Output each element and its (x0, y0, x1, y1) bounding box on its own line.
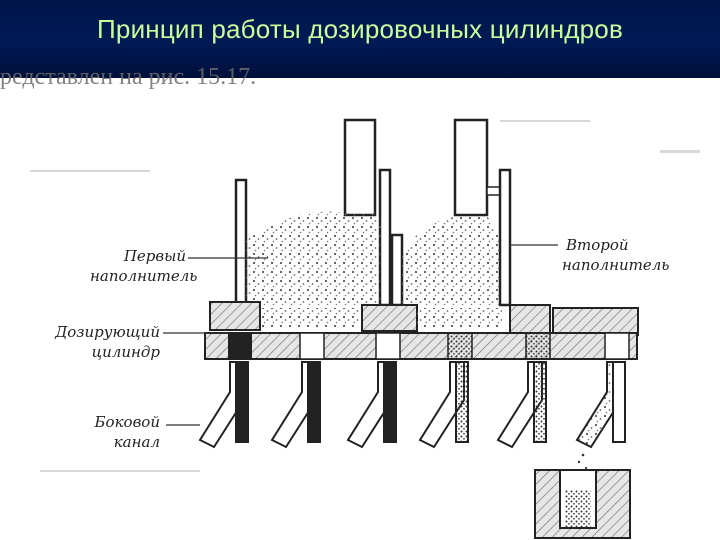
label-side-channel-line1: Боковой (94, 413, 160, 431)
slide-title: Принцип работы дозировочных цилиндров (97, 14, 623, 44)
title-bar: Принцип работы дозировочных цилиндров (0, 0, 720, 78)
label-dosing-cylinder: Дозирующий цилиндр (30, 322, 160, 362)
label-second-filler: Второй наполнитель (562, 235, 702, 275)
channel-3 (346, 361, 397, 449)
leader-lines (163, 244, 558, 426)
label-dosing-cylinder-line1: Дозирующий (55, 323, 160, 341)
channel-5 (496, 361, 547, 449)
label-side-channel: Боковой канал (60, 412, 160, 452)
label-first-filler: Первый наполнитель (90, 246, 198, 286)
dosing-cylinders-diagram (30, 118, 700, 539)
second-hopper (390, 118, 512, 307)
upper-plate (209, 301, 639, 336)
channel-6 (575, 361, 626, 449)
first-hopper (234, 118, 392, 307)
channel-1 (198, 361, 249, 449)
side-channels (198, 361, 626, 449)
label-side-channel-line2: канал (113, 433, 160, 451)
channel-4 (418, 361, 469, 449)
label-first-filler-line1: Первый (123, 247, 186, 265)
mould (534, 469, 631, 539)
scanned-caption-fragment: редставлен на рис. 15.17. (0, 64, 257, 90)
label-dosing-cylinder-line2: цилиндр (91, 343, 160, 361)
scan-noise (30, 120, 700, 472)
dosing-cylinder-plate (204, 332, 638, 360)
label-second-filler-line2: наполнитель (562, 256, 670, 274)
label-second-filler-line1: Второй (566, 236, 629, 254)
label-first-filler-line2: наполнитель (90, 267, 198, 285)
channel-2 (270, 361, 321, 449)
